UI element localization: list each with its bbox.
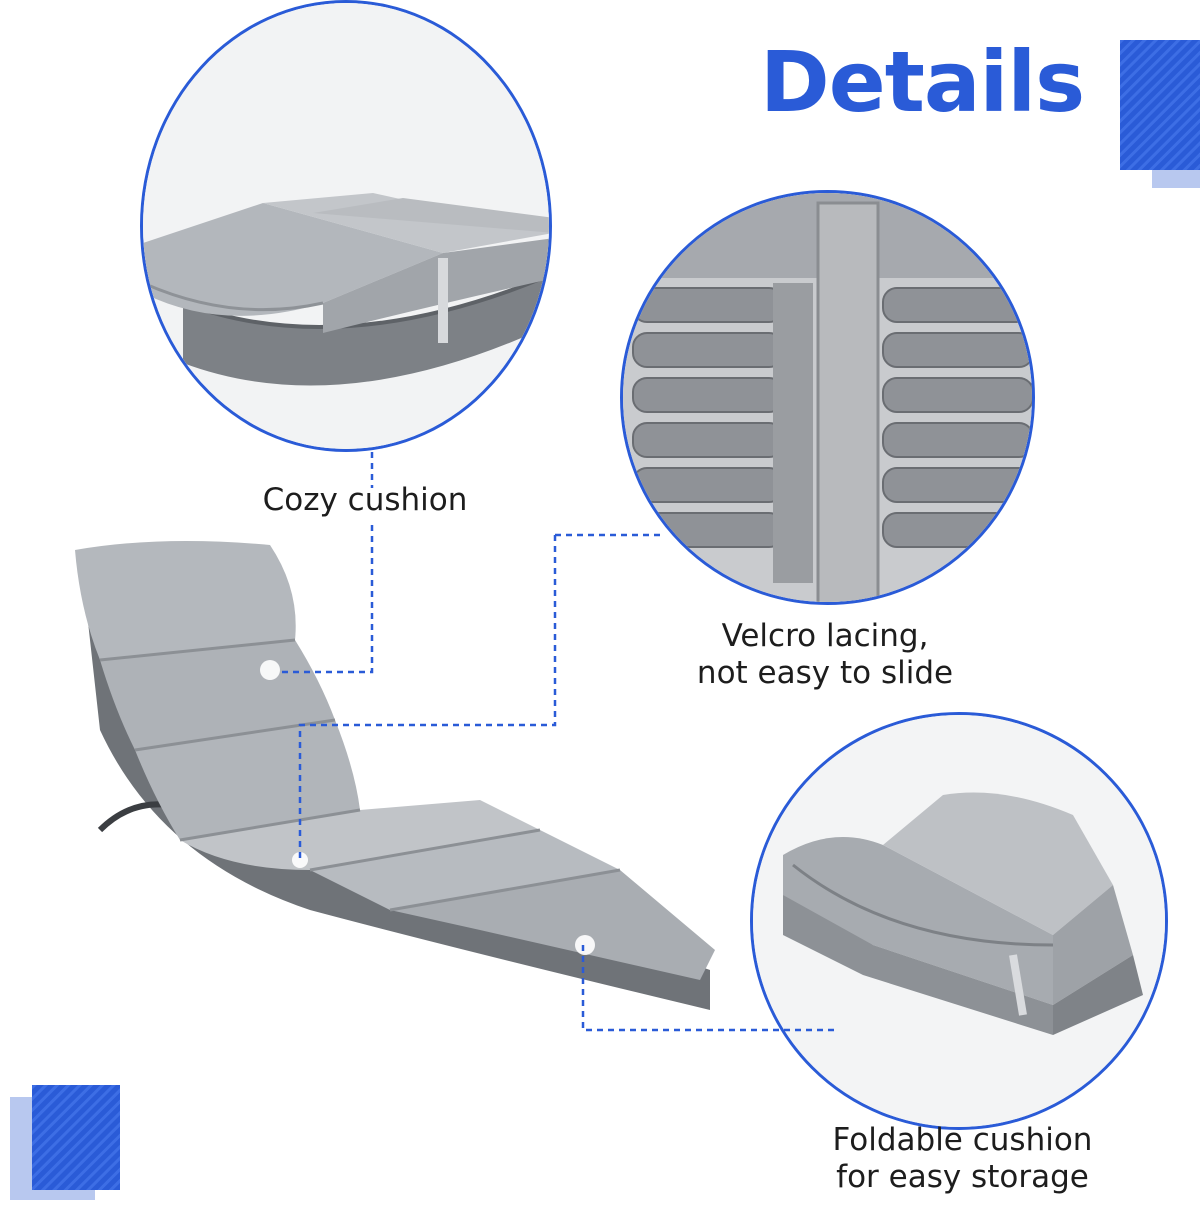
caption-line-1: Velcro lacing, <box>721 618 929 654</box>
folded-cushion-closeup-image <box>750 712 1168 1130</box>
caption-foldable-cushion: Foldable cushion for easy storage <box>800 1122 1125 1196</box>
caption-velcro-lacing: Velcro lacing, not easy to slide <box>660 618 990 692</box>
caption-text: Cozy cushion <box>262 482 468 518</box>
caption-line-1: Foldable cushion <box>832 1122 1093 1158</box>
caption-line-2: for easy storage <box>836 1159 1089 1195</box>
lounger-main-image <box>60 530 730 1020</box>
cushion-closeup-image <box>140 0 552 452</box>
page-title: Details <box>760 33 1085 131</box>
corner-accent-top-right <box>1120 40 1200 188</box>
caption-cozy-cushion: Cozy cushion <box>235 482 495 519</box>
caption-line-2: not easy to slide <box>696 655 954 691</box>
corner-accent-bottom-left <box>10 1085 120 1200</box>
